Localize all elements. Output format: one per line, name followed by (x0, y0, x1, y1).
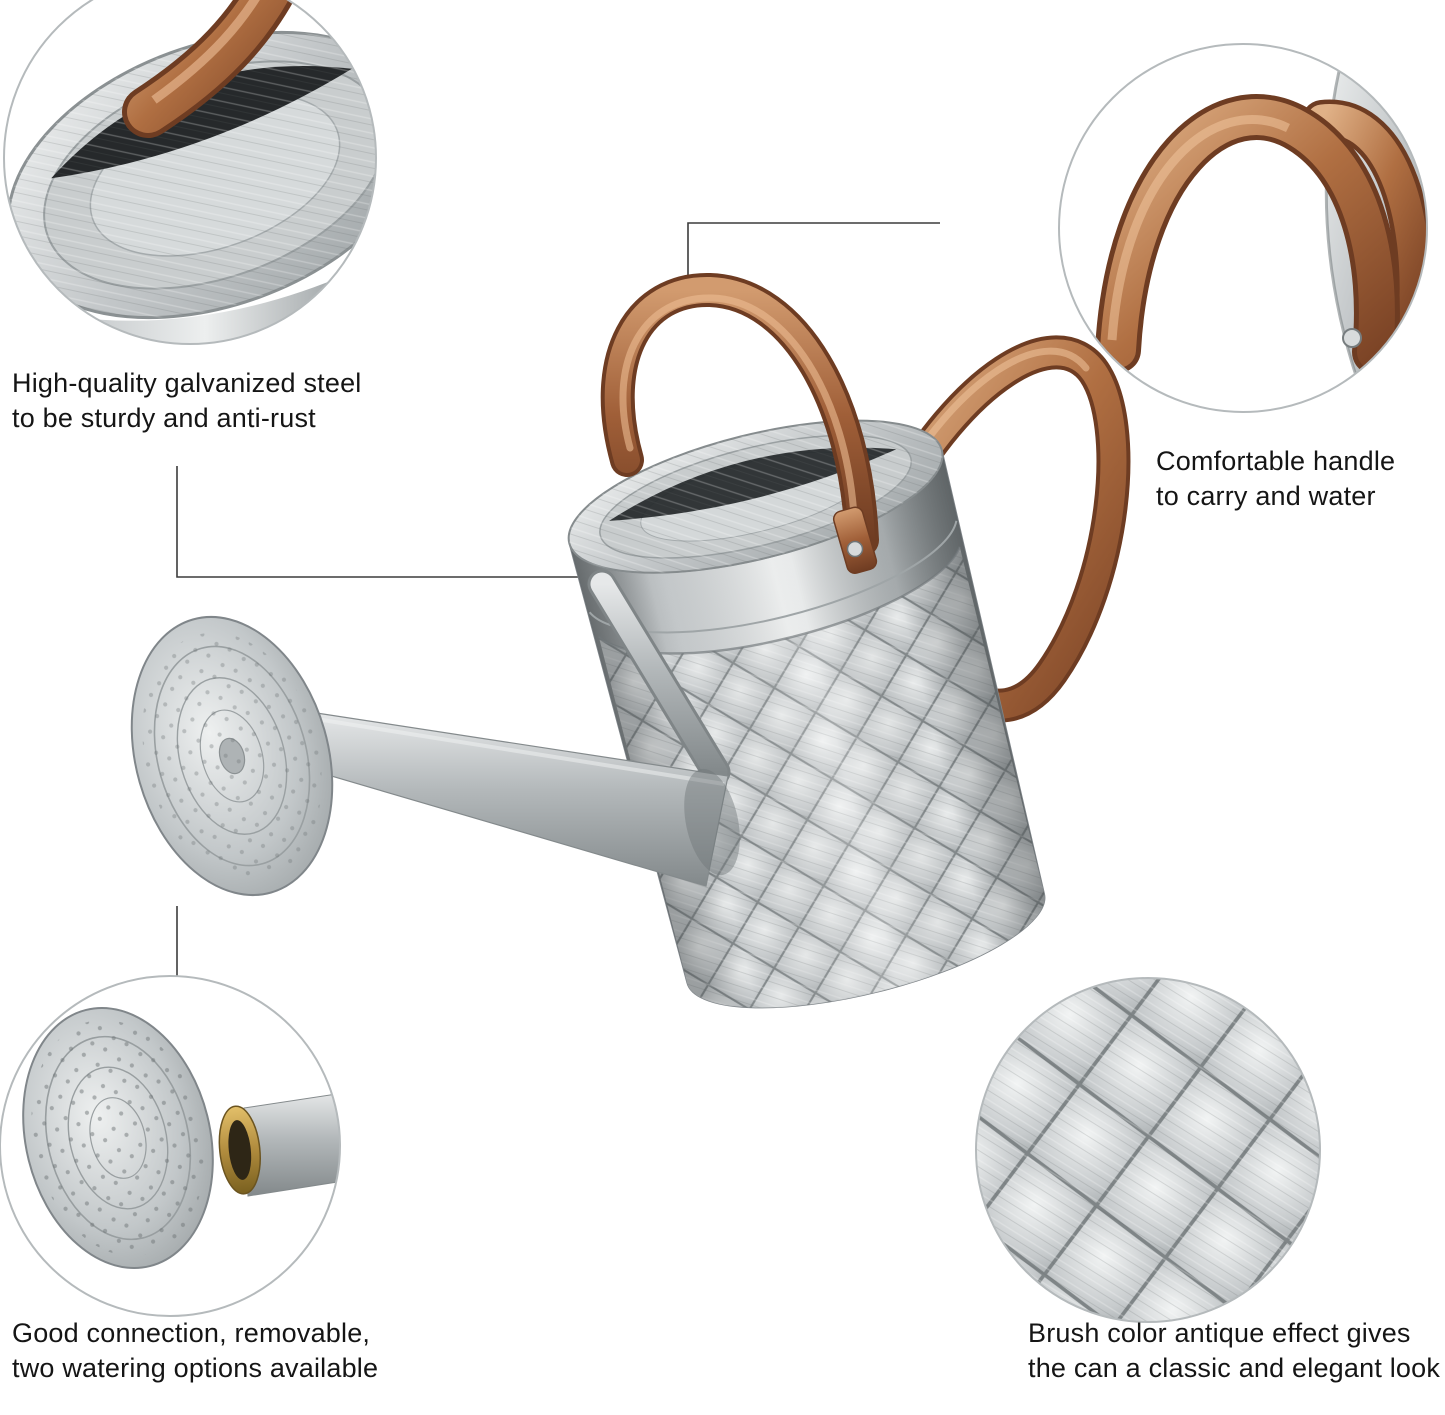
caption-line-1: Brush color antique effect gives (1028, 1318, 1411, 1348)
caption-line-1: Good connection, removable, (12, 1318, 371, 1348)
spout (303, 569, 740, 887)
caption-antique-effect: Brush color antique effect gives the can… (1028, 1316, 1440, 1386)
caption-line-2: to be sturdy and anti-rust (12, 403, 316, 433)
detail-circle-rose-connection (0, 975, 341, 1317)
caption-line-2: two watering options available (12, 1353, 379, 1383)
handle-rivet (846, 540, 864, 558)
can-body (567, 419, 1046, 1009)
top-handle (600, 273, 879, 575)
watering-can (130, 273, 1131, 1009)
caption-line-1: High-quality galvanized steel (12, 368, 362, 398)
caption-line-2: the can a classic and elegant look (1028, 1353, 1441, 1383)
spout-rose (130, 615, 334, 897)
detail-circle-galvanized (3, 0, 377, 345)
caption-good-connection: Good connection, removable, two watering… (12, 1316, 378, 1386)
caption-line-1: Comfortable handle (1156, 446, 1396, 476)
caption-line-2: to carry and water (1156, 481, 1376, 511)
caption-galvanized-steel: High-quality galvanized steel to be stur… (12, 366, 362, 436)
detail-circle-texture (975, 977, 1321, 1323)
callout-line-handle (687, 222, 940, 292)
detail-circle-handle (1058, 43, 1428, 413)
caption-comfortable-handle: Comfortable handle to carry and water (1156, 444, 1395, 514)
callout-line-galvanized (176, 466, 598, 578)
handle-bracket (832, 506, 878, 575)
